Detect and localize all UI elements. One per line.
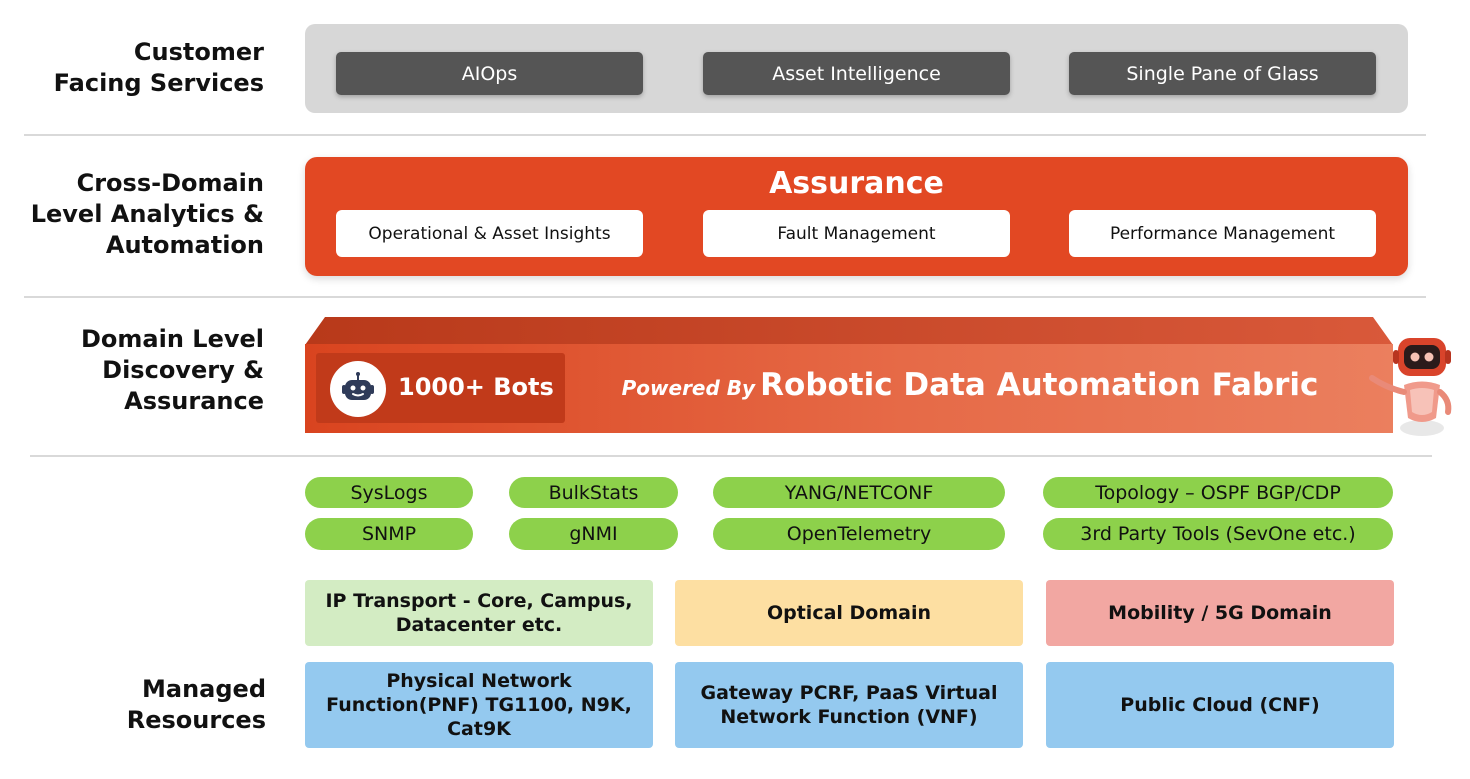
source-gnmi: gNMI xyxy=(509,518,678,550)
service-aiops: AIOps xyxy=(336,52,643,95)
service-single-pane-of-glass: Single Pane of Glass xyxy=(1069,52,1376,95)
divider xyxy=(24,134,1426,136)
resource-public-cloud: Public Cloud (CNF) xyxy=(1046,662,1394,748)
domain-mobility-5g: Mobility / 5G Domain xyxy=(1046,580,1394,646)
source-bulkstats: BulkStats xyxy=(509,477,678,508)
robot-face-icon xyxy=(342,372,374,400)
label-customer-facing-services: Customer Facing Services xyxy=(53,38,264,97)
label-domain-level: Domain Level Discovery & Assurance xyxy=(81,325,264,415)
assurance-item-fault-management: Fault Management xyxy=(703,210,1010,257)
assurance-title: Assurance xyxy=(769,166,944,201)
assurance-item-operational-asset-insights: Operational & Asset Insights xyxy=(336,210,643,257)
source-syslogs: SysLogs xyxy=(305,477,473,508)
domain-ip-transport: IP Transport - Core, Campus, Datacenter … xyxy=(305,580,653,646)
bots-count: 1000+ Bots xyxy=(398,373,554,401)
source-3rd-party-tools: 3rd Party Tools (SevOne etc.) xyxy=(1043,518,1393,550)
label-cross-domain: Cross-Domain Level Analytics & Automatio… xyxy=(30,169,264,259)
powered-by: Powered By xyxy=(621,376,756,400)
service-asset-intelligence: Asset Intelligence xyxy=(703,52,1010,95)
divider xyxy=(24,296,1426,298)
fabric-title: Powered By Robotic Data Automation Fabri… xyxy=(590,367,1350,403)
source-opentelemetry: OpenTelemetry xyxy=(713,518,1005,550)
fabric-name: Robotic Data Automation Fabric xyxy=(760,367,1319,403)
robot-mascot-icon xyxy=(1369,338,1452,436)
divider xyxy=(30,455,1432,457)
domain-optical: Optical Domain xyxy=(675,580,1023,646)
label-managed-resources: Managed Resources xyxy=(126,675,266,734)
bot-avatar xyxy=(330,361,386,417)
source-yang-netconf: YANG/NETCONF xyxy=(713,477,1005,508)
source-snmp: SNMP xyxy=(305,518,473,550)
fabric-top-bevel xyxy=(305,317,1393,345)
resource-gateway-vnf: Gateway PCRF, PaaS Virtual Network Funct… xyxy=(675,662,1023,748)
source-topology: Topology – OSPF BGP/CDP xyxy=(1043,477,1393,508)
resource-physical-network-function: Physical Network Function(PNF) TG1100, N… xyxy=(305,662,653,748)
assurance-item-performance-management: Performance Management xyxy=(1069,210,1376,257)
